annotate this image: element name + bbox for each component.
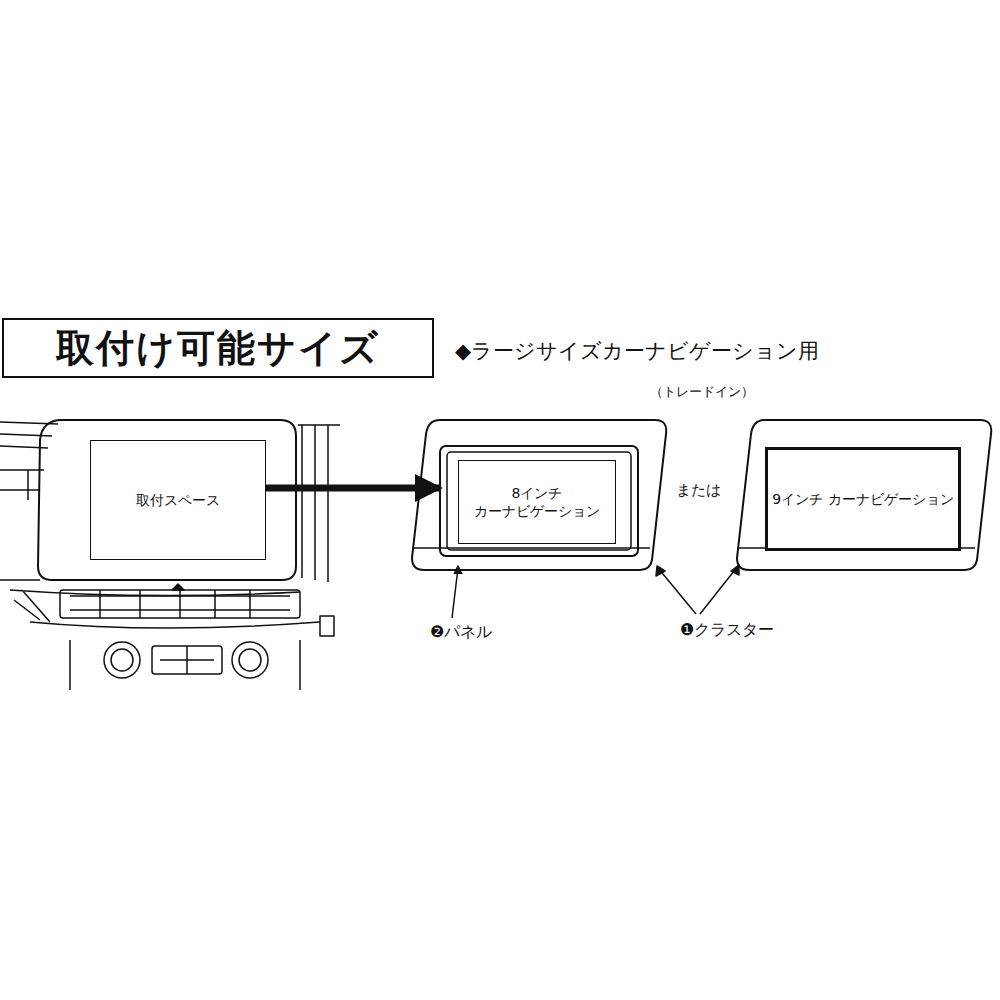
callout-label: ❷パネル — [430, 622, 492, 641]
navi-screen: 9インチ カーナビゲーション — [765, 447, 961, 551]
climate-display — [160, 646, 214, 674]
climate-display — [152, 646, 222, 674]
title-box: 取付け可能サイズ — [2, 318, 434, 378]
box-text: 8インチ カーナビゲーション — [459, 484, 615, 520]
switch — [320, 616, 334, 636]
dashboard-line — [0, 422, 58, 500]
panel-outline — [440, 446, 638, 556]
hazard-mark — [172, 584, 184, 590]
knob — [232, 642, 268, 678]
navi-screen: 8インチ カーナビゲーション — [458, 460, 616, 544]
leader-line — [452, 568, 458, 618]
box-text: 取付スペース — [136, 491, 220, 509]
vent-outline — [10, 590, 300, 622]
leader-arrow — [454, 566, 462, 574]
cluster-outline — [412, 420, 666, 570]
vent-panel — [60, 590, 300, 618]
leader-line — [658, 566, 738, 614]
cluster-outline — [737, 420, 991, 570]
vent-slats — [70, 590, 290, 618]
knob — [239, 649, 261, 671]
console-outline — [30, 622, 320, 690]
knob — [111, 649, 133, 671]
note: （トレードイン） — [650, 384, 754, 400]
knob — [104, 642, 140, 678]
subtitle: ◆ラージサイズカーナビゲーション用 — [455, 339, 819, 364]
dashboard-line — [0, 425, 340, 582]
panel-inner — [447, 452, 631, 550]
arrow-connector — [266, 485, 440, 492]
leader-arrow — [656, 565, 739, 576]
mount-space: 取付スペース — [90, 440, 266, 560]
box-text: 9インチ カーナビゲーション — [772, 490, 953, 508]
conjunction: または — [676, 481, 721, 499]
cluster-lip — [414, 547, 650, 549]
callout-label: ❶クラスター — [680, 620, 774, 639]
display-housing — [38, 420, 296, 580]
title: 取付け可能サイズ — [56, 323, 380, 374]
